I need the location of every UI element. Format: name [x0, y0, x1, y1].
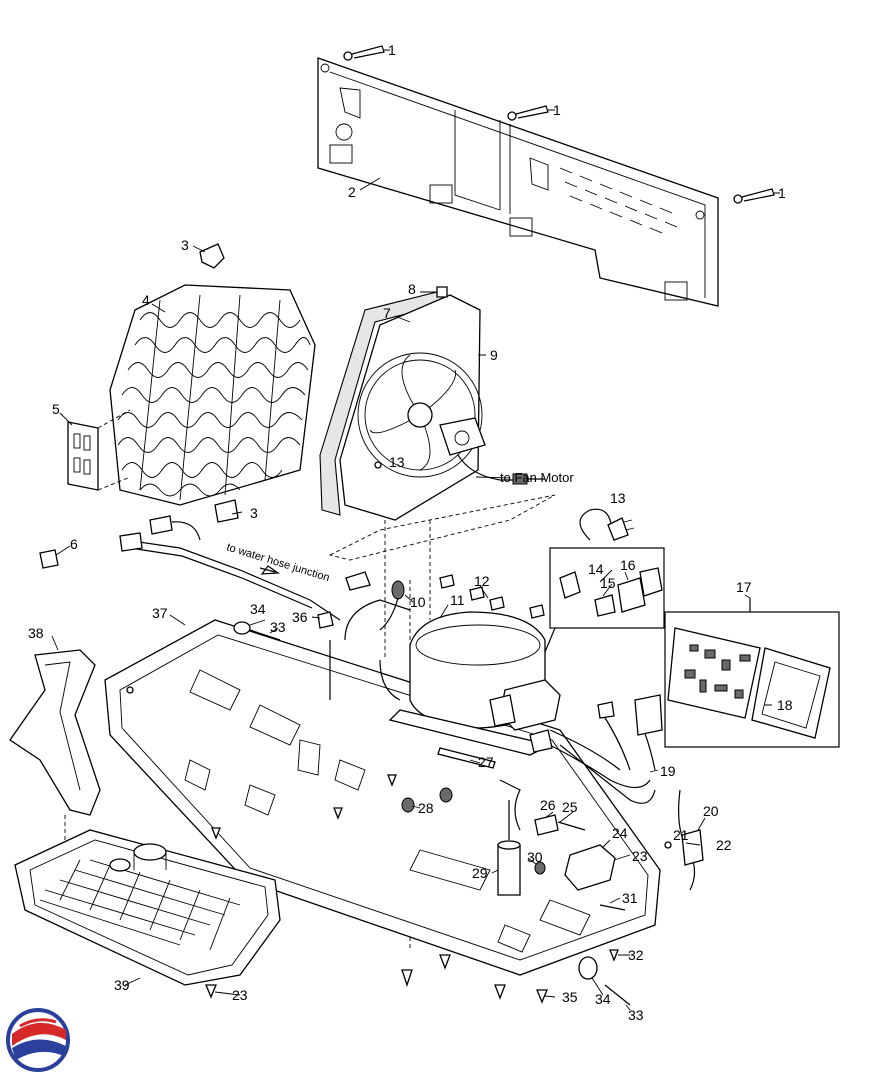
callout-3: 3: [181, 237, 189, 253]
callout-17: 17: [736, 579, 752, 595]
bushing-34-top: [233, 621, 281, 641]
callout-26: 26: [540, 797, 556, 813]
capacitor: [497, 800, 521, 896]
callout-numbers: 1 1 1 2 3 3 4 5 6 7 8 9 13 13 10 11 12 1…: [28, 42, 793, 1023]
callout-23: 23: [232, 987, 248, 1003]
screw-part-1-a: [343, 45, 385, 61]
small-pad: [39, 549, 59, 569]
callout-13: 13: [389, 454, 405, 470]
callout-19: 19: [660, 763, 676, 779]
relay-inset-box: [524, 547, 665, 701]
coil-bracket: [67, 409, 131, 491]
callout-23: 23: [632, 848, 648, 864]
fan-screw-8: [436, 286, 448, 298]
callout-11: 11: [450, 592, 465, 608]
pan-screws: [205, 774, 619, 1004]
control-box-24: [564, 844, 616, 891]
callout-8: 8: [408, 281, 416, 297]
bushing-34-bottom: [578, 956, 631, 1006]
callout-28: 28: [418, 800, 434, 816]
callout-34: 34: [595, 991, 611, 1007]
clamp-36: [317, 611, 334, 629]
callout-38: 38: [28, 625, 44, 641]
coil-clip-bottom: [214, 499, 239, 523]
pcb-inset-box: [664, 598, 840, 748]
callout-27: 27: [478, 754, 494, 770]
fan-shroud-gasket: [319, 289, 446, 516]
parts-26-30: [534, 814, 586, 875]
callout-25: 25: [562, 799, 578, 815]
compressor-relay: [489, 679, 561, 731]
callout-31: 31: [622, 890, 638, 906]
drain-duct: [9, 649, 101, 845]
leader-lines: [51, 49, 780, 1011]
callout-5: 5: [52, 401, 60, 417]
screw-part-1-b: [507, 105, 549, 121]
callout-33: 33: [270, 619, 286, 635]
rear-cover-panel: [317, 57, 719, 307]
fan-motor-annotation: to Fan Motor: [500, 470, 574, 485]
callout-33: 33: [628, 1007, 644, 1023]
harness-wires: [119, 515, 341, 621]
brand-logo: [6, 1008, 70, 1072]
callout-10: 10: [410, 594, 426, 610]
compressor-clips: [345, 571, 545, 619]
callout-1: 1: [388, 42, 396, 58]
callout-21: 21: [673, 827, 689, 843]
callout-37: 37: [152, 605, 168, 621]
callout-20: 20: [703, 803, 719, 819]
drain-tray: [14, 829, 281, 986]
callout-30: 30: [527, 849, 543, 865]
power-cord: [579, 508, 635, 541]
callout-4: 4: [142, 292, 150, 308]
callout-16: 16: [620, 557, 636, 573]
callout-39: 39: [114, 977, 130, 993]
wire-harness-19: [529, 694, 663, 789]
callout-22: 22: [716, 837, 732, 853]
callout-36: 36: [292, 609, 308, 625]
thermistor-20-22: [664, 789, 704, 891]
callout-6: 6: [70, 536, 78, 552]
callout-2: 2: [348, 184, 356, 200]
grommet: [379, 580, 405, 631]
callout-9: 9: [490, 347, 498, 363]
fan-mount-outline: [328, 494, 556, 561]
screw-part-1-c: [733, 188, 775, 204]
callout-12: 12: [474, 573, 490, 589]
callout-14: 14: [588, 561, 604, 577]
fan-motor: [439, 417, 545, 485]
callout-1: 1: [778, 185, 786, 201]
grommets-28: [401, 787, 453, 813]
callout-32: 32: [628, 947, 644, 963]
callout-18: 18: [777, 697, 793, 713]
clip-31: [599, 904, 626, 911]
fan-screw-13: [374, 461, 382, 469]
callout-15: 15: [600, 575, 616, 591]
callout-24: 24: [612, 825, 628, 841]
callout-7: 7: [383, 305, 391, 321]
condenser-coil: [109, 284, 316, 506]
callout-3: 3: [250, 505, 258, 521]
callout-29: 29: [472, 865, 488, 881]
callout-35: 35: [562, 989, 578, 1005]
callout-34: 34: [250, 601, 266, 617]
strip-27: [437, 747, 496, 769]
coil-clip-top: [199, 243, 225, 269]
callout-13: 13: [610, 490, 626, 506]
callout-1: 1: [553, 102, 561, 118]
